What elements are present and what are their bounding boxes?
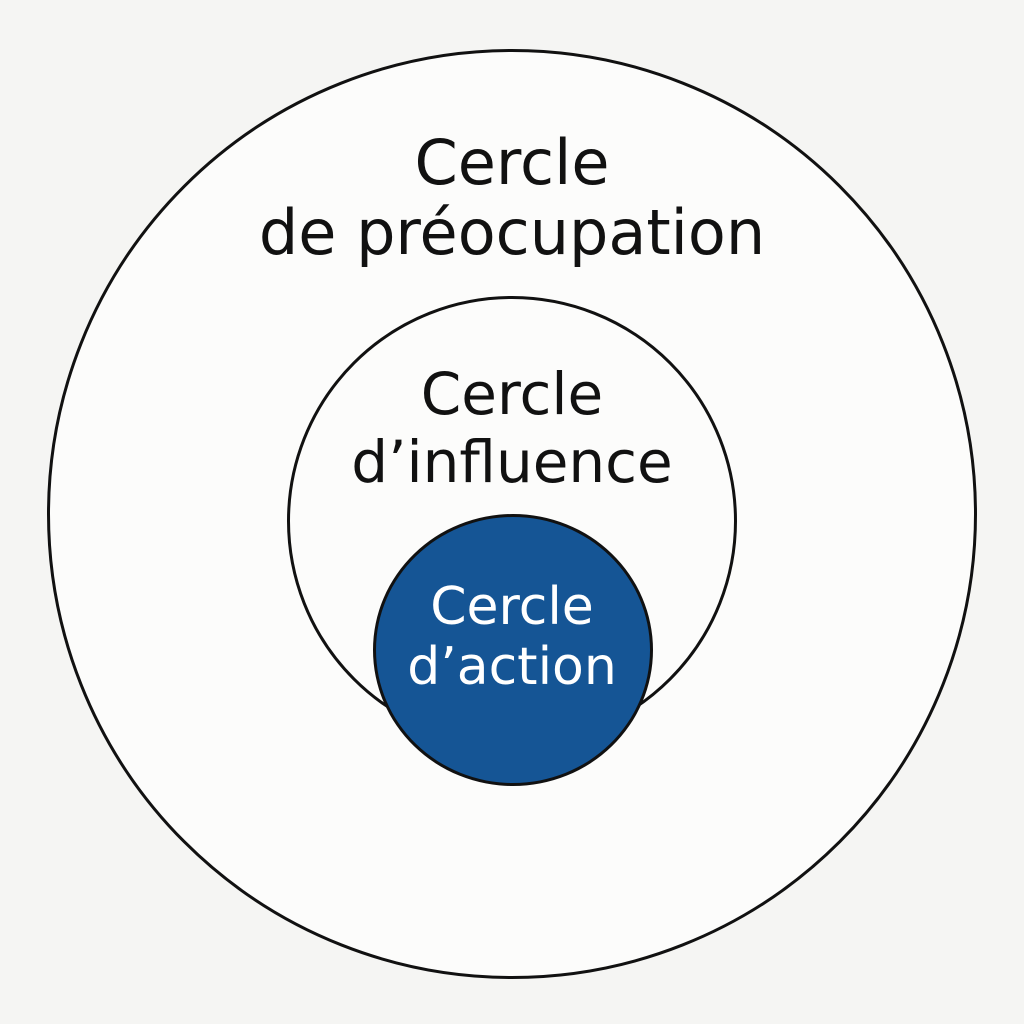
circle-of-influence-label-line1: Cercle <box>420 360 604 428</box>
circle-of-concern-label-line1: Cercle <box>414 126 610 199</box>
circle-of-action-label-line1: Cercle <box>430 577 594 637</box>
circle-of-influence-label-line2: d’influence <box>351 428 673 496</box>
circle-of-action-label: Cercle d’action <box>0 577 1024 697</box>
circle-of-action-label-line2: d’action <box>407 637 617 697</box>
circle-of-action <box>373 514 653 786</box>
circle-of-influence-label: Cercle d’influence <box>0 360 1024 496</box>
circle-of-concern-label: Cercle de préocupation <box>0 128 1024 268</box>
circle-of-concern-label-line2: de préocupation <box>258 196 766 269</box>
